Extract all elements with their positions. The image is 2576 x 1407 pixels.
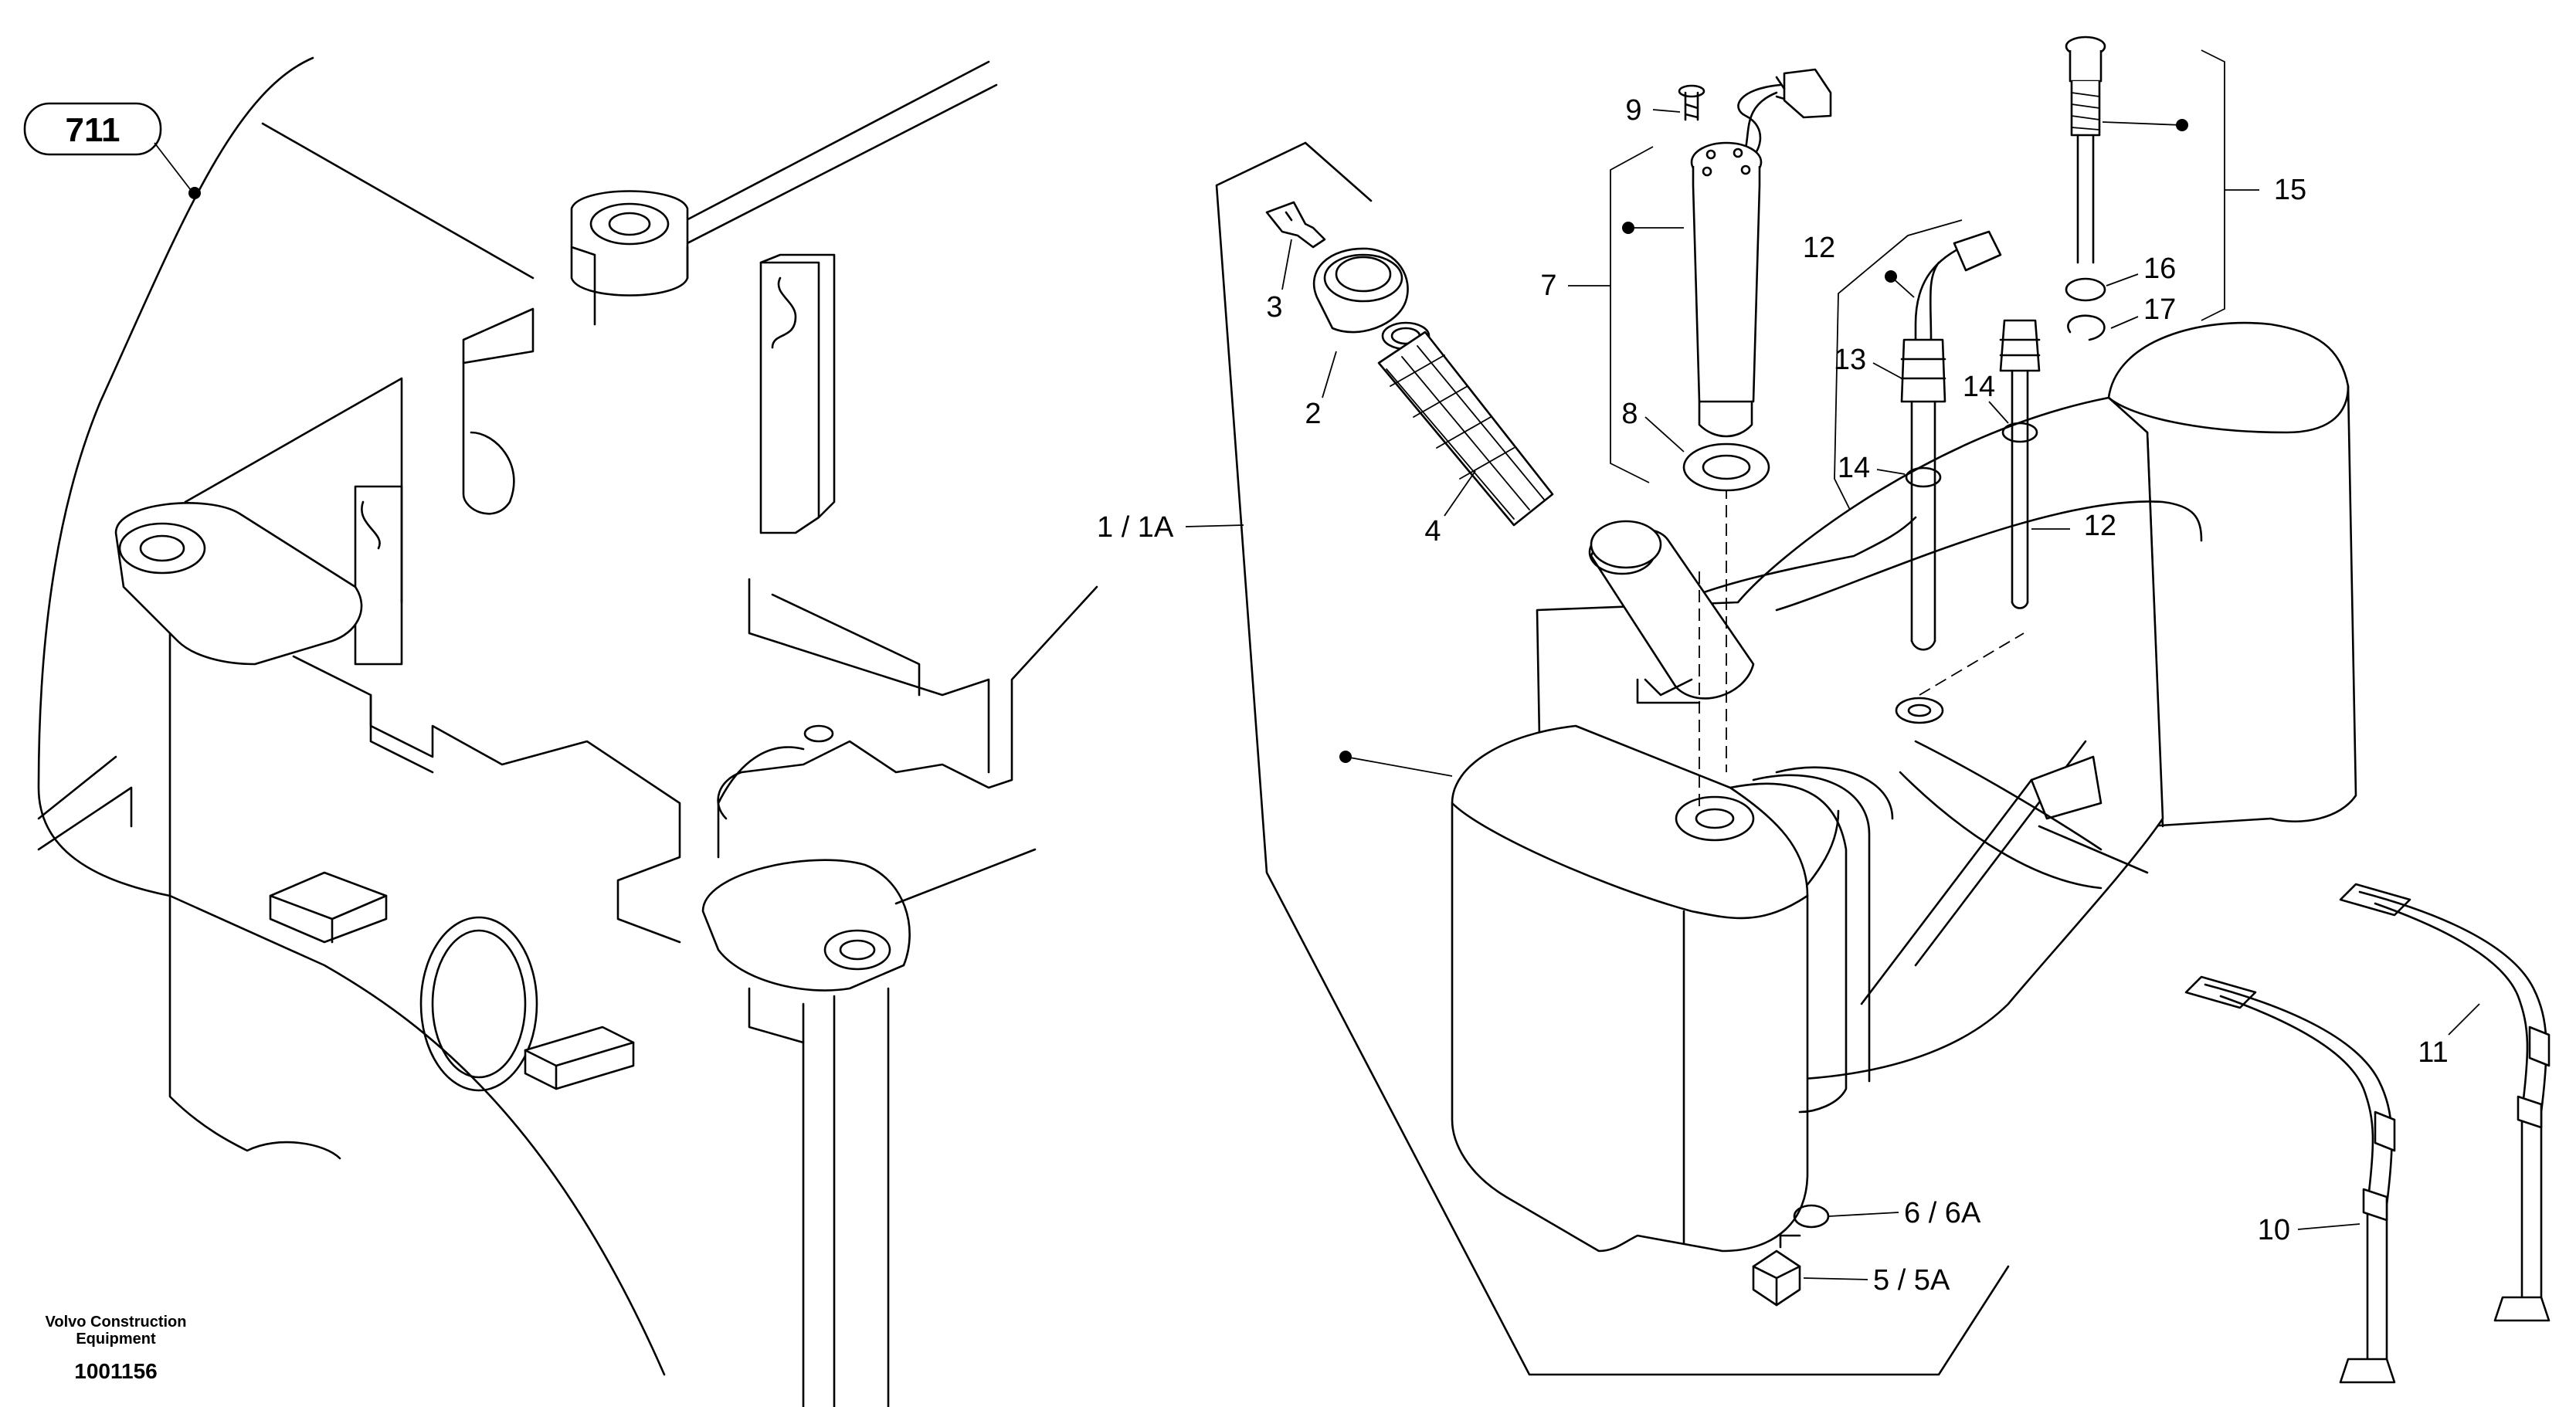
drain-o-ring: [1793, 1204, 1830, 1229]
callout-13-label: 13: [1834, 344, 1866, 376]
callout-15-label: 15: [2274, 174, 2306, 206]
temperature-sensor: [2065, 36, 2106, 264]
callout-2-label: 2: [1305, 398, 1321, 430]
callout-3-label: 3: [1266, 291, 1282, 324]
reference-711-label: 711: [66, 111, 120, 149]
brand-line-2: Equipment: [76, 1331, 156, 1348]
callout-4-label: 4: [1424, 515, 1441, 548]
bracket-7: [1610, 146, 1654, 483]
reference-711-badge: 711: [23, 102, 201, 199]
callout-16-label: 16: [2143, 253, 2176, 285]
callout-5: 5 / 5A: [1803, 1264, 1950, 1297]
screw: [1678, 84, 1705, 121]
strainer: [1377, 331, 1662, 569]
callout-3: 3: [1266, 239, 1292, 324]
tank-strap-10: [2184, 975, 2396, 1384]
suction-pipe: [1999, 319, 2041, 609]
callout-12-top: 12: [1803, 232, 1915, 298]
sender-connector: [1737, 68, 1832, 164]
callout-10: 10: [2258, 1214, 2360, 1246]
callout-8-label: 8: [1621, 398, 1638, 430]
callout-12-right: 12: [2031, 510, 2116, 542]
gasket: [1682, 442, 1770, 492]
callout-17: 17: [2110, 293, 2176, 329]
drain-plug: [1752, 1234, 1801, 1307]
callout-11-label: 11: [2418, 1036, 2448, 1069]
brand-line-1: Volvo Construction: [46, 1314, 187, 1331]
callout-14-right-label: 14: [1963, 371, 1995, 403]
callout-12-top-label: 12: [1803, 232, 1835, 264]
callout-12-right-label: 12: [2084, 510, 2116, 542]
callout-4: 4: [1424, 470, 1476, 548]
callout-8: 8: [1621, 398, 1685, 453]
frame-assembly: [37, 56, 1098, 1407]
callout-9: 9: [1625, 94, 1681, 127]
callout-9-label: 9: [1625, 94, 1641, 127]
return-pipe: [1900, 230, 2002, 651]
callout-15: 15: [2102, 119, 2306, 206]
snap-ring: [2067, 314, 2106, 341]
callout-7: 7: [1540, 222, 1684, 302]
bracket-12-top: [1834, 219, 1963, 510]
key: [1265, 201, 1326, 249]
callout-6: 6 / 6A: [1828, 1197, 1981, 1229]
document-number: 1001156: [74, 1359, 157, 1383]
callout-7-label: 7: [1540, 270, 1556, 302]
callout-10-label: 10: [2258, 1214, 2290, 1246]
o-ring: [1905, 466, 1942, 488]
tank-strap-11: [2339, 883, 2551, 1322]
seal-ring: [2065, 277, 2106, 302]
bracket-15: [2201, 49, 2225, 321]
callout-14-right: 14: [1963, 371, 2009, 424]
callout-6-label: 6 / 6A: [1904, 1197, 1981, 1229]
fuel-tank: [1215, 141, 2357, 1376]
fuel-sender: [1690, 141, 1763, 438]
callout-17-label: 17: [2143, 293, 2176, 326]
callout-14-left-label: 14: [1838, 452, 1870, 484]
callout-14-left: 14: [1838, 452, 1906, 484]
callout-5-label: 5 / 5A: [1873, 1264, 1950, 1297]
callout-2: 2: [1305, 351, 1337, 430]
o-ring: [2001, 422, 2038, 443]
filler-cap: [1312, 247, 1431, 351]
callout-13: 13: [1834, 344, 1902, 379]
callout-1: 1 / 1A: [1097, 511, 1244, 544]
callout-11: 11: [2418, 1003, 2480, 1069]
footer: Volvo Construction Equipment 1001156: [46, 1314, 187, 1383]
callout-1-label: 1 / 1A: [1097, 511, 1174, 544]
callout-16: 16: [2106, 253, 2176, 286]
